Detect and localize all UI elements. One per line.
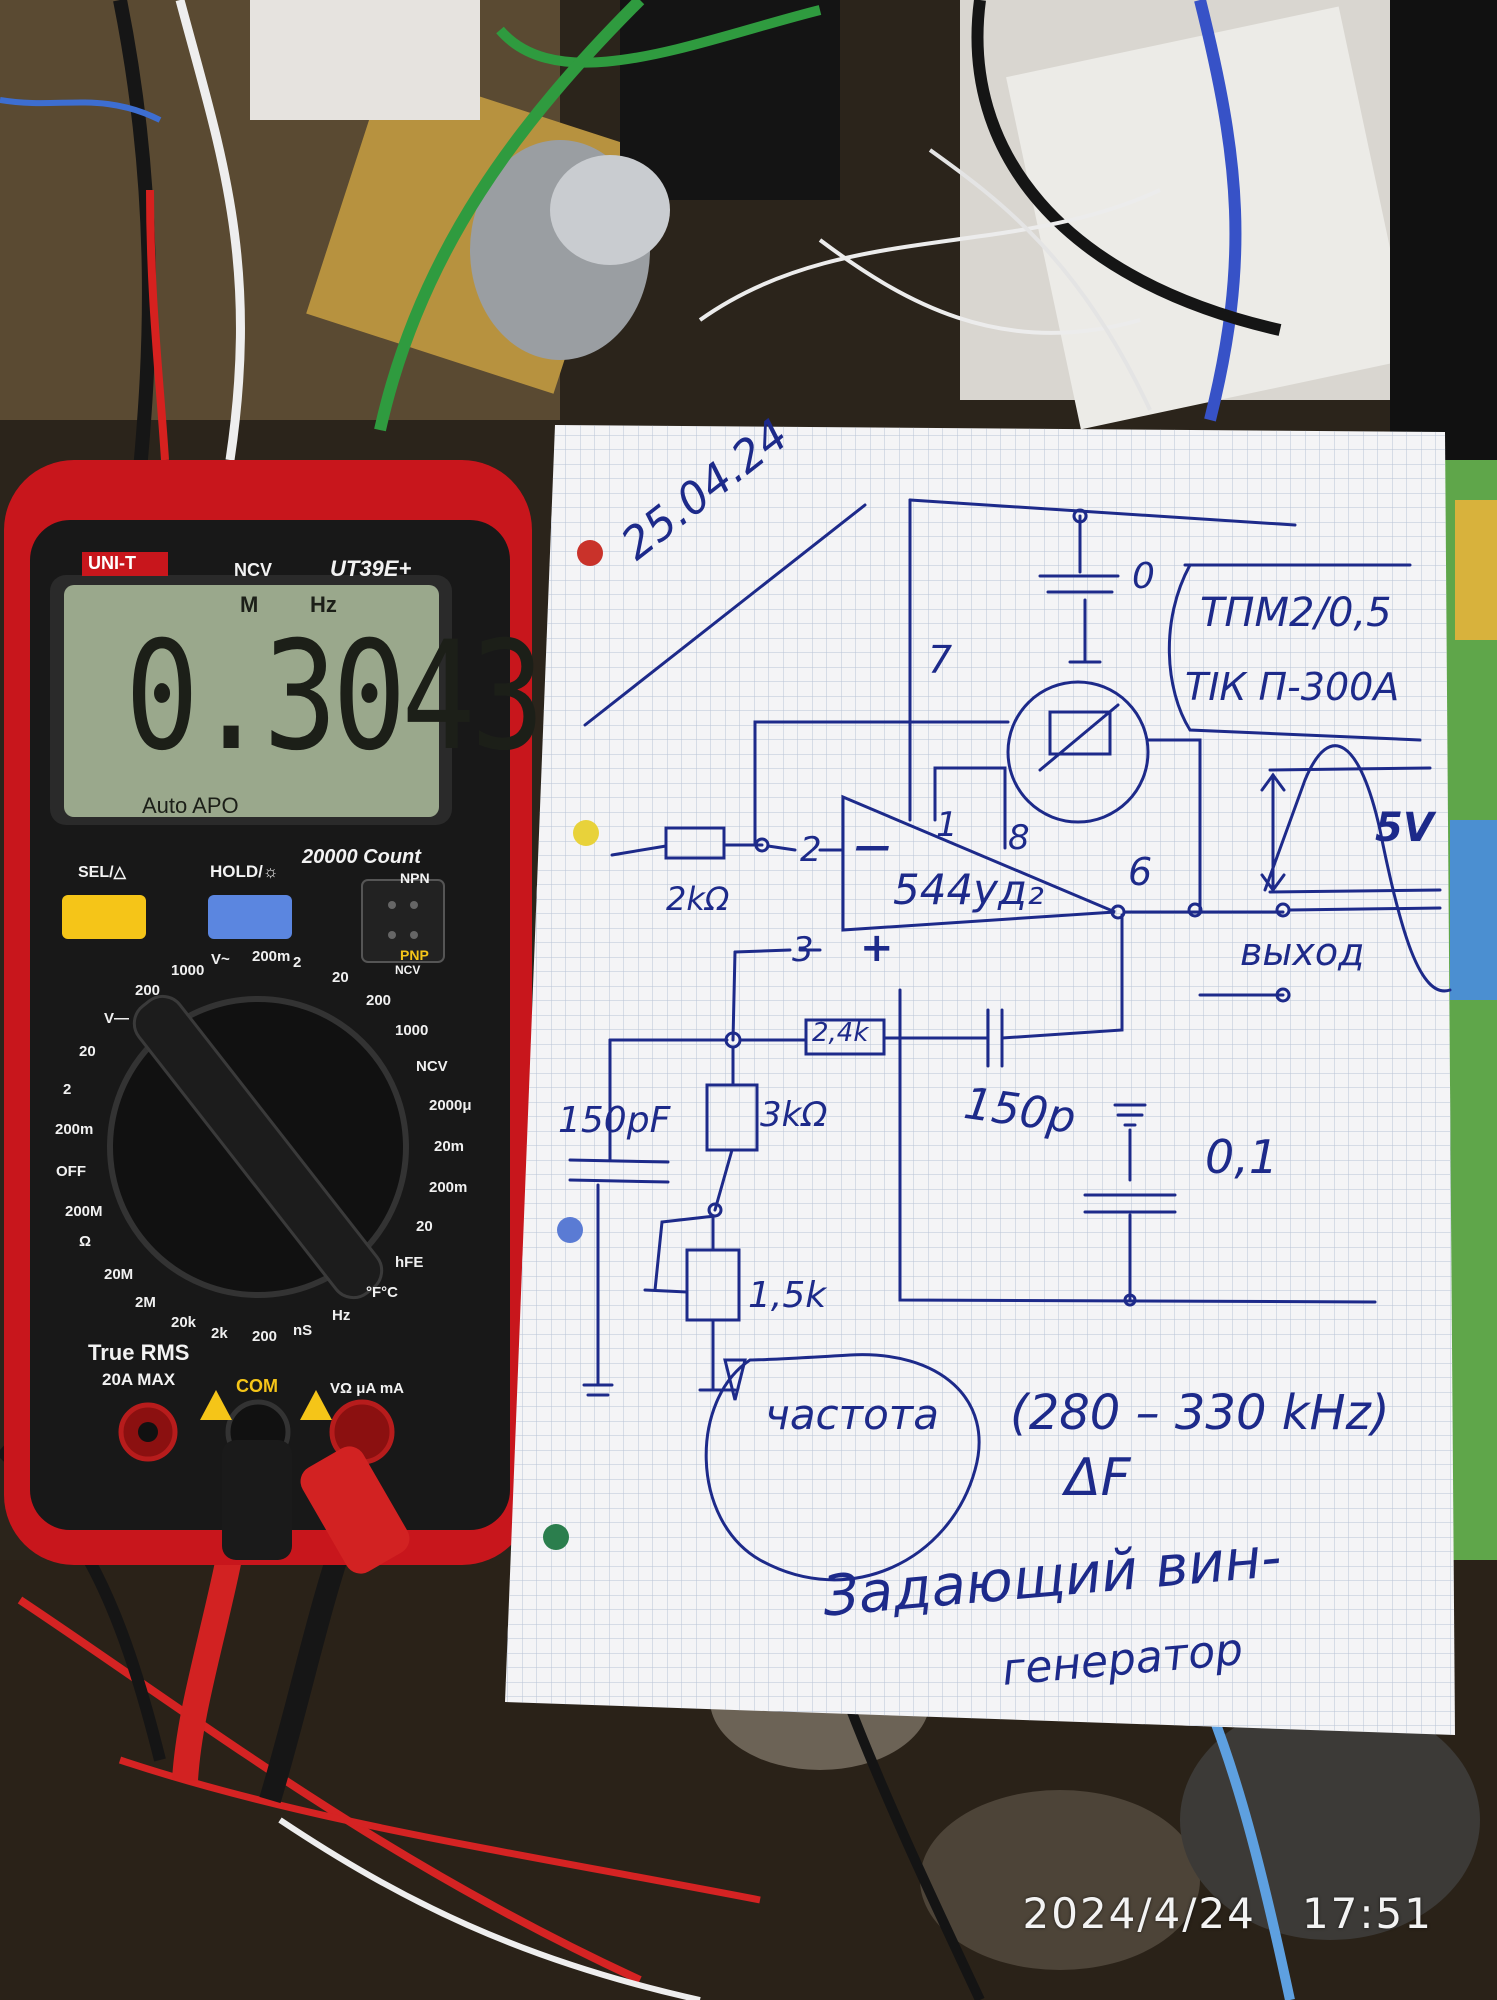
dial-range-label: 200m — [429, 1179, 468, 1196]
punch-hole — [577, 540, 603, 566]
dial-knob-pointer — [132, 994, 384, 1300]
sel-button[interactable] — [62, 895, 146, 939]
chip-label: 544уд₂ — [893, 865, 1044, 914]
dial-range-label: hFE — [395, 1254, 424, 1271]
dial-range-label: 200m — [55, 1121, 94, 1138]
lcd-unit-m: M — [240, 592, 259, 617]
true-rms-label: True RMS — [88, 1340, 190, 1365]
dial-range-label: Ω — [79, 1233, 92, 1250]
punch-hole — [543, 1524, 569, 1550]
ncv-small-label: NCV — [395, 963, 421, 977]
dial-range-label: 200 — [135, 982, 161, 999]
left-capacitor-value: 150pF — [558, 1100, 671, 1141]
schematic-drawing — [568, 498, 1452, 1582]
inverting-input-sign: — — [855, 826, 891, 867]
dial-range-label: 200 — [252, 1328, 278, 1345]
pin-1-label: 1 — [936, 805, 958, 845]
dial-range-label: °F°C — [366, 1284, 398, 1301]
zero-mark: 0 — [1132, 556, 1155, 597]
sine-waveform — [1263, 744, 1452, 993]
brand-logo: UNI-T — [88, 553, 136, 573]
lcd-unit-hz: Hz — [310, 592, 337, 617]
pin-2-label: 2 — [800, 830, 822, 870]
frequency-annotation-outline — [704, 1353, 981, 1582]
vohm-label: VΩ μA mA — [330, 1380, 404, 1397]
dial-range-label: 200m — [252, 948, 291, 965]
hfe-socket — [361, 879, 445, 963]
input-resistor — [664, 826, 726, 860]
output-label: выход — [1240, 930, 1365, 974]
lcd-auto-apo: Auto APO — [142, 793, 239, 818]
dial-range-label: 20m — [434, 1138, 465, 1155]
trimmer-resistor-value: 1,5k — [748, 1275, 827, 1316]
dial-range-label: 200M — [65, 1203, 103, 1220]
lower-resistor-value: 3kΩ — [760, 1095, 828, 1135]
dial-range-label: 20 — [79, 1043, 96, 1060]
delta-f-label: ΔF — [1065, 1448, 1131, 1508]
dial-range-label: V~ — [211, 951, 230, 968]
dial-range-label: 20 — [332, 969, 349, 986]
dial-range-label: 2 — [293, 954, 302, 971]
hold-button-label: HOLD/☼ — [210, 862, 279, 881]
dial-range-label: 20 — [416, 1218, 433, 1235]
amplitude-label: 5V — [1375, 805, 1434, 851]
feedback-resistor-value: 2,4k — [812, 1018, 869, 1048]
photo-timestamp: 2024/4/24 17:51 — [1023, 1889, 1433, 1938]
dial-range-label: 2k — [211, 1325, 228, 1342]
dial-range-label: 20k — [171, 1314, 197, 1331]
20a-max-label: 20A MAX — [102, 1370, 176, 1389]
thermistor-symbol — [1006, 680, 1150, 824]
punch-hole — [557, 1217, 583, 1243]
model-label: UT39E+ — [330, 556, 412, 581]
dial-range-label: 200 — [366, 992, 392, 1009]
pin-8-label: 8 — [1008, 818, 1030, 858]
ncv-indicator-label: NCV — [234, 560, 273, 580]
dial-range-label: 2 — [63, 1081, 72, 1098]
dial-range-label: 20M — [104, 1266, 134, 1283]
com-label: COM — [236, 1376, 278, 1396]
punch-hole — [573, 820, 599, 846]
npn-label: NPN — [400, 870, 430, 886]
count-label: 20000 Count — [302, 846, 421, 868]
hold-button[interactable] — [208, 895, 292, 939]
frequency-word: частота — [765, 1390, 940, 1439]
dial-range-label: nS — [293, 1322, 313, 1339]
timestamp-time: 17:51 — [1301, 1889, 1433, 1938]
dial-range-label: NCV — [416, 1058, 448, 1075]
dial-range-label: V— — [104, 1010, 130, 1027]
dial-range-label: 1000 — [171, 962, 205, 979]
dial-range-label: 1000 — [395, 1022, 429, 1039]
sel-button-label: SEL/△ — [78, 864, 126, 881]
noninverting-input-sign: + — [860, 925, 894, 971]
dial-range-label: Hz — [332, 1307, 351, 1324]
pnp-label: PNP — [400, 947, 429, 963]
thermistor-type-1: ТПМ2/0,5 — [1200, 590, 1392, 636]
input-resistor-value: 2kΩ — [666, 880, 730, 918]
thermistor-type-2: ТІК П-300А — [1185, 665, 1400, 709]
dial-range-label: 2000μ — [429, 1097, 472, 1114]
dial-range-label: 2M — [135, 1294, 156, 1311]
right-capacitor-value: 0,1 — [1205, 1130, 1279, 1184]
pin-3-label: 3 — [792, 930, 814, 970]
opamp-symbol — [841, 794, 1116, 932]
frequency-range: (280 – 330 kHz) — [1010, 1385, 1390, 1441]
pin-7-label: 7 — [928, 638, 953, 682]
dial-range-label: OFF — [56, 1163, 86, 1180]
pin-6-label: 6 — [1128, 850, 1153, 894]
timestamp-date: 2024/4/24 — [1022, 1889, 1256, 1938]
